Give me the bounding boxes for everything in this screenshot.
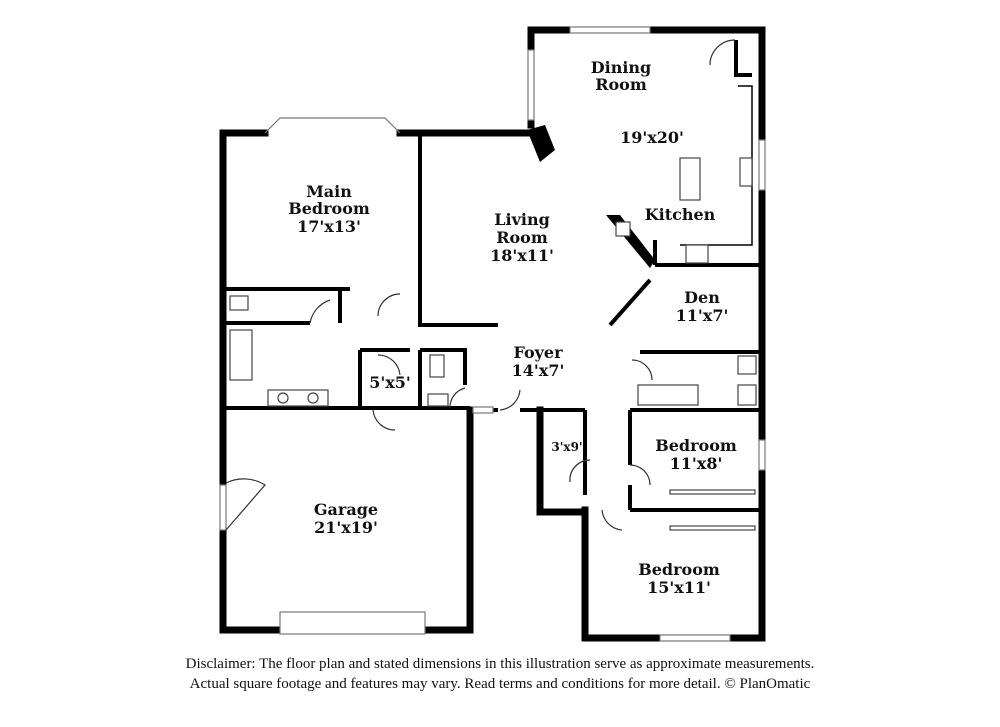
foyer-label: Foyer [513,343,563,362]
double-sink-icon [267,389,329,407]
toilet-icon [429,354,445,378]
main-bedroom-label-2: Bedroom [288,199,370,218]
closet-dimensions: 3'x9' [551,440,582,454]
garage-dimensions: 21'x19' [314,518,378,537]
living-room-label-2: Room [496,228,548,247]
interior-walls [226,40,760,512]
den-label: Den [684,288,720,307]
garage-label: Garage [314,500,378,519]
windows [219,26,766,642]
foyer-dimensions: 14'x7' [512,361,565,380]
disclaimer-line-1: Disclaimer: The floor plan and stated di… [185,656,815,672]
toilet-icon [229,295,249,311]
kitchen-dimensions: 19'x20' [620,128,684,147]
doors [225,39,736,531]
bedroom-3-label: Bedroom [638,560,720,579]
bathtub-icon [229,329,253,381]
dining-room-label: Dining [591,58,651,77]
closet-rod [669,525,756,531]
bedroom-2-label: Bedroom [655,436,737,455]
main-bedroom-dimensions: 17'x13' [297,217,361,236]
stove-icon [685,244,709,264]
fireplace-icon [527,125,555,162]
sink-icon [739,157,753,187]
sink-icon [427,393,449,407]
living-room-label: Living [494,210,550,229]
kitchen-label: Kitchen [645,205,716,224]
toilet-icon [737,384,757,406]
main-bedroom-label: Main [306,182,352,201]
den-dimensions: 11'x7' [676,306,729,325]
bathtub-icon [637,384,699,406]
dining-room-label-2: Room [595,75,647,94]
bedroom-3-dimensions: 15'x11' [647,578,711,597]
closet-dimensions: 5'x5' [369,373,411,392]
closet-rod [669,489,756,495]
exterior-walls [219,26,766,642]
bedroom-2-dimensions: 11'x8' [670,454,723,473]
kitchen-island [679,157,701,201]
disclaimer-line-2: Actual square footage and features may v… [189,676,811,692]
living-room-dimensions: 18'x11' [490,246,554,265]
sink-icon [737,355,757,375]
fixtures [229,157,757,531]
